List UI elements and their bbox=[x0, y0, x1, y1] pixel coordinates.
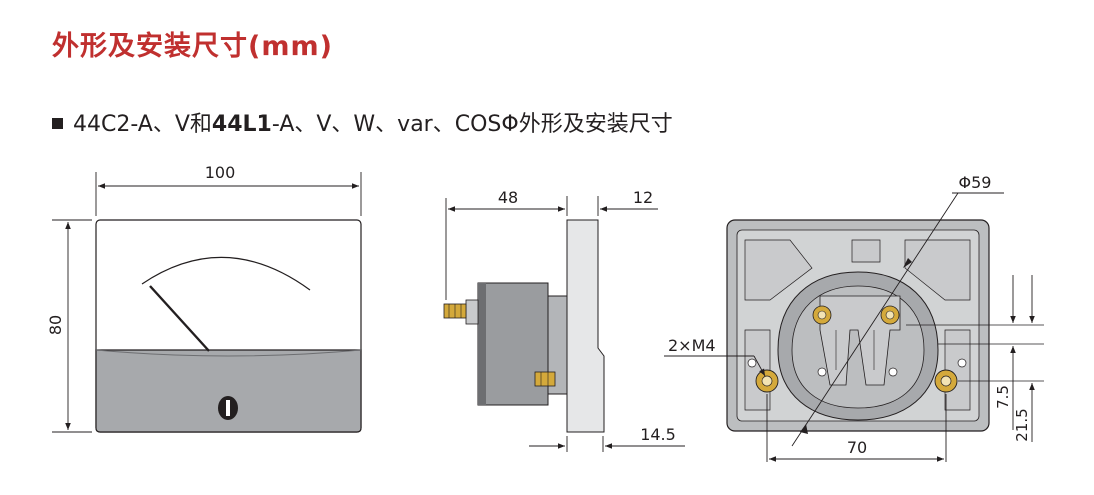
offset-small-label: 7.5 bbox=[994, 385, 1012, 409]
terminal-bottom-icon bbox=[534, 371, 556, 387]
width-dimension-label: 100 bbox=[205, 163, 236, 182]
meter-front bbox=[95, 219, 362, 433]
meter-pointer bbox=[149, 285, 210, 352]
rear-terminal-right-icon bbox=[880, 305, 900, 325]
zero-adjust-knob-icon bbox=[218, 396, 238, 420]
subtitle-part2: -A、V、W、var、COSΦ外形及安装尺寸 bbox=[271, 112, 673, 137]
side-view: 48 12 14.5 bbox=[443, 188, 685, 452]
mounting-stud-right-icon bbox=[934, 369, 958, 393]
mounting-stud-left-icon bbox=[755, 369, 779, 393]
screw-label: 2×M4 bbox=[668, 336, 716, 355]
terminal-top-icon bbox=[443, 299, 479, 325]
rear-view: Φ59 2×M4 70 7.5 21.5 bbox=[664, 173, 1044, 462]
height-dimension-label: 80 bbox=[46, 315, 65, 335]
scale-arc bbox=[141, 256, 311, 291]
section-subtitle: 44C2-A、V和44L1-A、V、W、var、COSΦ外形及安装尺寸 bbox=[52, 106, 673, 138]
subtitle-model: 44L1 bbox=[211, 112, 272, 137]
rear-terminal-left-icon bbox=[812, 305, 832, 325]
front-panel-plate bbox=[566, 219, 605, 433]
offset-large-label: 21.5 bbox=[1013, 408, 1031, 441]
front-view: 100 80 bbox=[46, 163, 362, 433]
page-title: 外形及安装尺寸(mm) bbox=[52, 31, 333, 62]
subtitle-part1: 44C2-A、V和 bbox=[73, 112, 212, 137]
bullet-square-icon bbox=[52, 118, 63, 129]
hole-diameter-label: Φ59 bbox=[959, 173, 992, 192]
panel-thickness-label: 12 bbox=[633, 188, 653, 207]
small-screw-icon bbox=[747, 358, 967, 377]
depth-dimension-label: 48 bbox=[498, 188, 518, 207]
meter-body bbox=[477, 282, 549, 406]
screw-spacing-label: 70 bbox=[847, 438, 867, 457]
bottom-dimension-label: 14.5 bbox=[640, 425, 676, 444]
